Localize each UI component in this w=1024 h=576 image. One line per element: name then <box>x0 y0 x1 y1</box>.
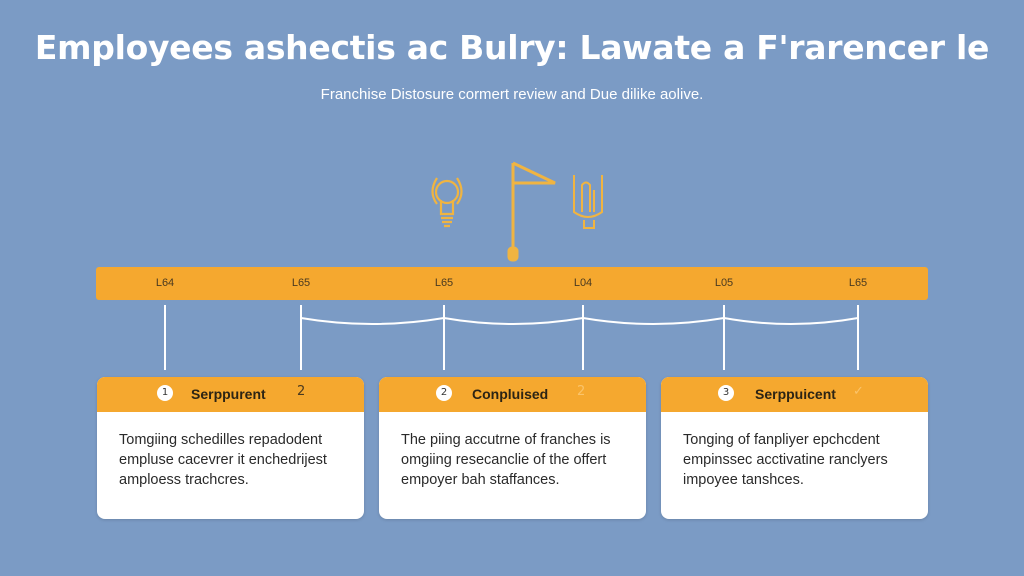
card-body: Tomgiing schedilles repadodent empluse c… <box>97 412 364 508</box>
card-text-line: The piing accutrne of franches is <box>401 432 611 448</box>
step-card-1: 1 Serppurent 2 Tomgiing schedilles repad… <box>97 377 364 519</box>
card-text-line: empluse cacevrer it enchedrijest <box>119 452 327 468</box>
card-text-line: Tomgiing schedilles repadodent <box>119 432 323 448</box>
page-title: Employees ashectis ac Bulry: Lawate a F'… <box>34 28 990 67</box>
step-number: 3 <box>718 385 734 401</box>
step-card-2: 2 Conpluised 2 The piing accutrne of fra… <box>379 377 646 519</box>
card-text-line: impoyee tanshces. <box>683 472 804 488</box>
flag-icon <box>507 161 556 262</box>
timeline-tick: L65 <box>291 277 311 289</box>
timeline-tick: L65 <box>434 277 454 289</box>
step-number: 1 <box>157 385 173 401</box>
timeline-tick: L05 <box>714 277 734 289</box>
card-header: 2 Conpluised 2 <box>379 377 646 412</box>
card-badge: 2 <box>577 384 586 399</box>
card-body: The piing accutrne of franches is omgiin… <box>379 412 646 508</box>
timeline-tick: L04 <box>573 277 593 289</box>
card-text-line: omgiing resecanclie of the offert <box>401 452 607 468</box>
timeline-bar: L64 L65 L65 L04 L05 L65 <box>96 267 928 300</box>
card-text-line: empoyer bah staffances. <box>401 472 560 488</box>
card-badge: 2 <box>297 384 306 399</box>
timeline-tick: L65 <box>848 277 868 289</box>
check-icon: ✓ <box>853 384 864 399</box>
step-card-3: 3 Serppuicent ✓ Tonging of fanpliyer epc… <box>661 377 928 519</box>
card-title: Serppuicent <box>755 386 836 402</box>
card-text-line: Tonging of fanpliyer epchcdent <box>683 432 880 448</box>
card-title: Serppurent <box>191 386 266 402</box>
card-body: Tonging of fanpliyer epchcdent empinssec… <box>661 412 928 508</box>
card-text-line: empinssec acctivatine ranclyers <box>683 452 888 468</box>
card-header: 1 Serppurent 2 <box>97 377 364 412</box>
lightbulb-icon <box>431 177 463 228</box>
timeline-tick: L64 <box>155 277 175 289</box>
card-title: Conpluised <box>472 386 549 402</box>
card-text-line: amploess trachcres. <box>119 472 249 488</box>
page-subtitle: Franchise Distosure cormert review and D… <box>320 86 704 103</box>
hand-icon <box>573 175 603 229</box>
step-number: 2 <box>436 385 452 401</box>
card-header: 3 Serppuicent ✓ <box>661 377 928 412</box>
connector-lines <box>164 305 859 370</box>
